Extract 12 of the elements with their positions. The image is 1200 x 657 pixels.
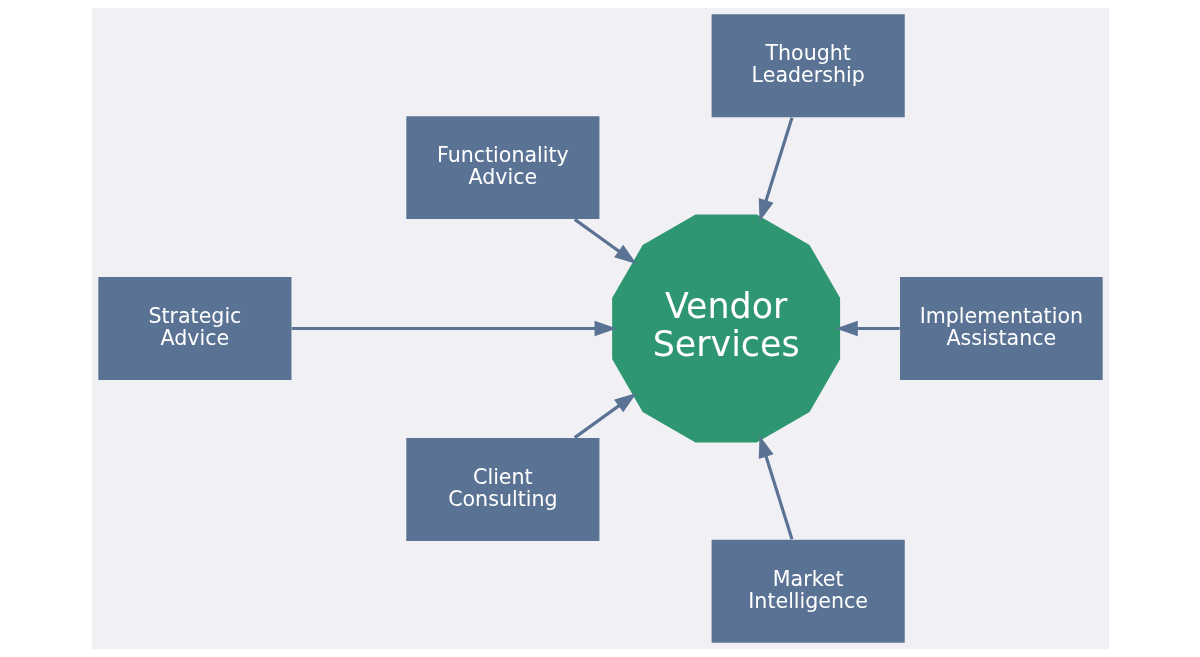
arrow — [758, 435, 793, 540]
node-box: Client Consulting — [405, 437, 599, 541]
arrow — [835, 320, 900, 337]
node-box: Strategic Advice — [97, 277, 291, 380]
node-box: Implementation Assistance — [899, 277, 1103, 380]
arrow — [291, 320, 617, 337]
node-box: Thought Leadership — [711, 14, 905, 118]
arrow — [573, 393, 637, 439]
arrow — [758, 117, 793, 222]
node-box: Market Intelligence — [711, 539, 905, 643]
arrow — [573, 218, 637, 265]
node-box: Functionality Advice — [405, 116, 599, 220]
